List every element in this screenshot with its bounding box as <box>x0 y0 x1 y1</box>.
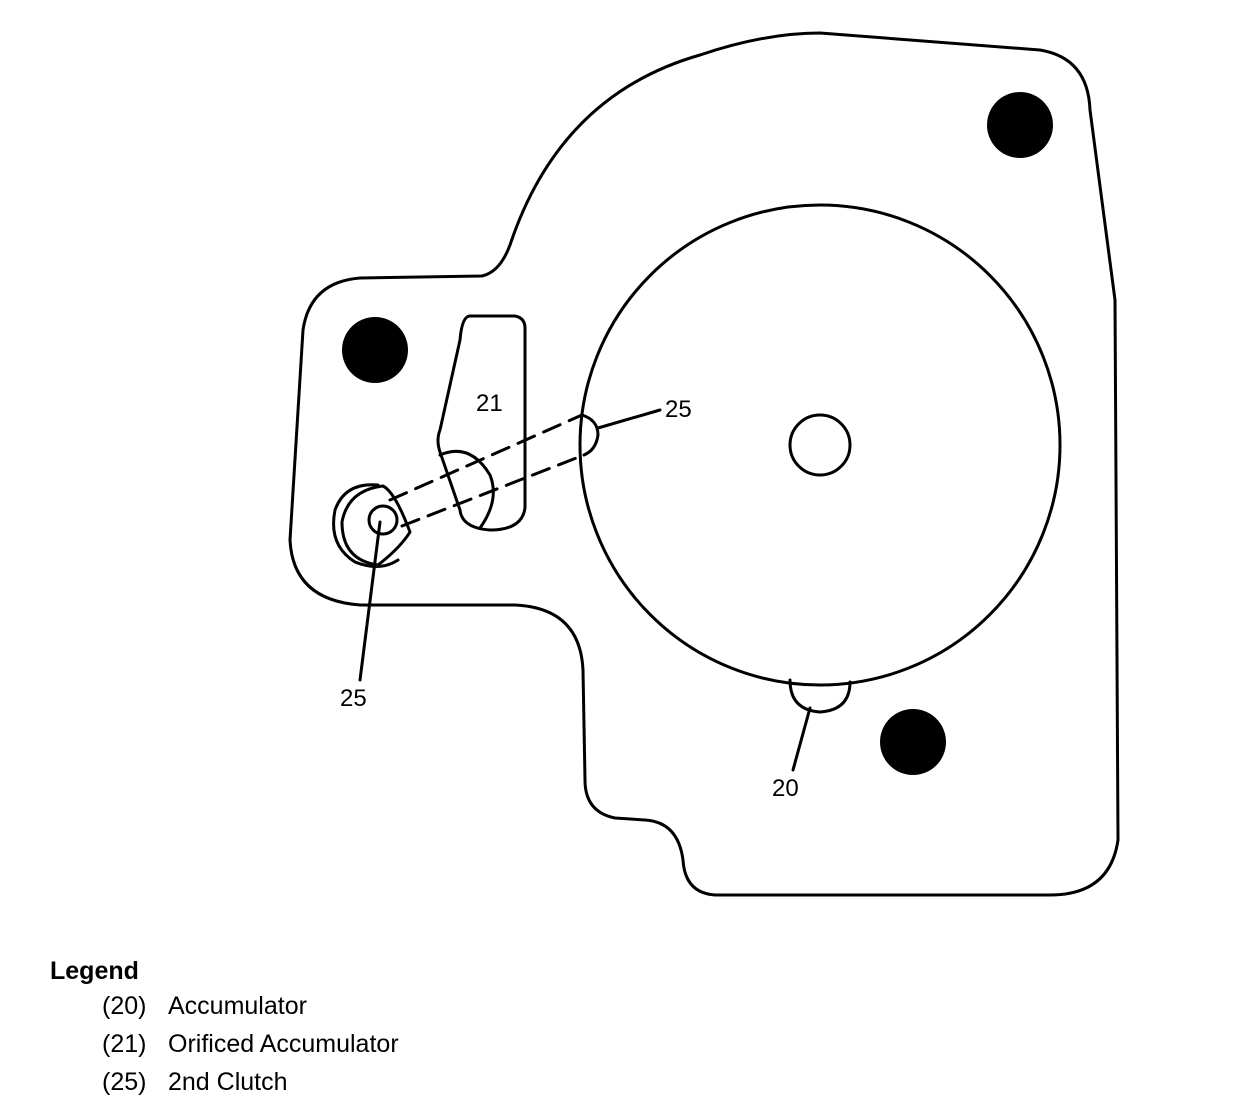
leader-20 <box>791 706 812 772</box>
leader-25-lower <box>358 520 382 682</box>
legend-item-label: Orificed Accumulator <box>168 1030 399 1058</box>
legend-item: (25) 2nd Clutch <box>102 1063 650 1101</box>
clutch-port-ring <box>340 484 412 567</box>
legend-item-label: Accumulator <box>168 992 307 1020</box>
legend-title: Legend <box>50 957 139 985</box>
mounting-hole-left <box>342 317 408 383</box>
clutch-passage-end <box>580 413 600 457</box>
legend-item-number: (25) <box>102 1068 147 1096</box>
legend-item-label: 2nd Clutch <box>168 1068 288 1096</box>
housing-outline <box>288 31 1120 897</box>
legend: Legend (20) Accumulator (21) Orificed Accu… <box>50 955 650 1101</box>
center-bore <box>788 413 852 477</box>
mounting-hole-top-right <box>987 92 1053 158</box>
slot-inner-arc <box>438 449 495 530</box>
callout-25-lower: 25 <box>340 685 367 712</box>
clutch-port-hole <box>367 504 399 536</box>
orificed-accumulator-slot <box>436 314 527 532</box>
leader-25-upper <box>596 408 662 430</box>
clutch-passage-lower <box>400 453 586 528</box>
mounting-hole-bottom <box>880 709 946 775</box>
clutch-port-outer <box>332 483 400 568</box>
legend-item: (21) Orificed Accumulator <box>102 1025 650 1063</box>
callout-25-upper: 25 <box>665 396 692 423</box>
accumulator-housing-diagram: 21 25 25 20 <box>288 31 1120 897</box>
clutch-passage-upper <box>388 413 584 502</box>
accumulator-port-20 <box>788 678 852 714</box>
legend-item-number: (20) <box>102 992 147 1020</box>
callout-20: 20 <box>772 775 799 802</box>
legend-item: (20) Accumulator <box>102 987 650 1025</box>
legend-item-number: (21) <box>102 1030 147 1058</box>
legend-list: (20) Accumulator (21) Orificed Accumulator… <box>50 987 650 1101</box>
accumulator-bore <box>578 203 1062 687</box>
callout-21: 21 <box>476 390 503 417</box>
